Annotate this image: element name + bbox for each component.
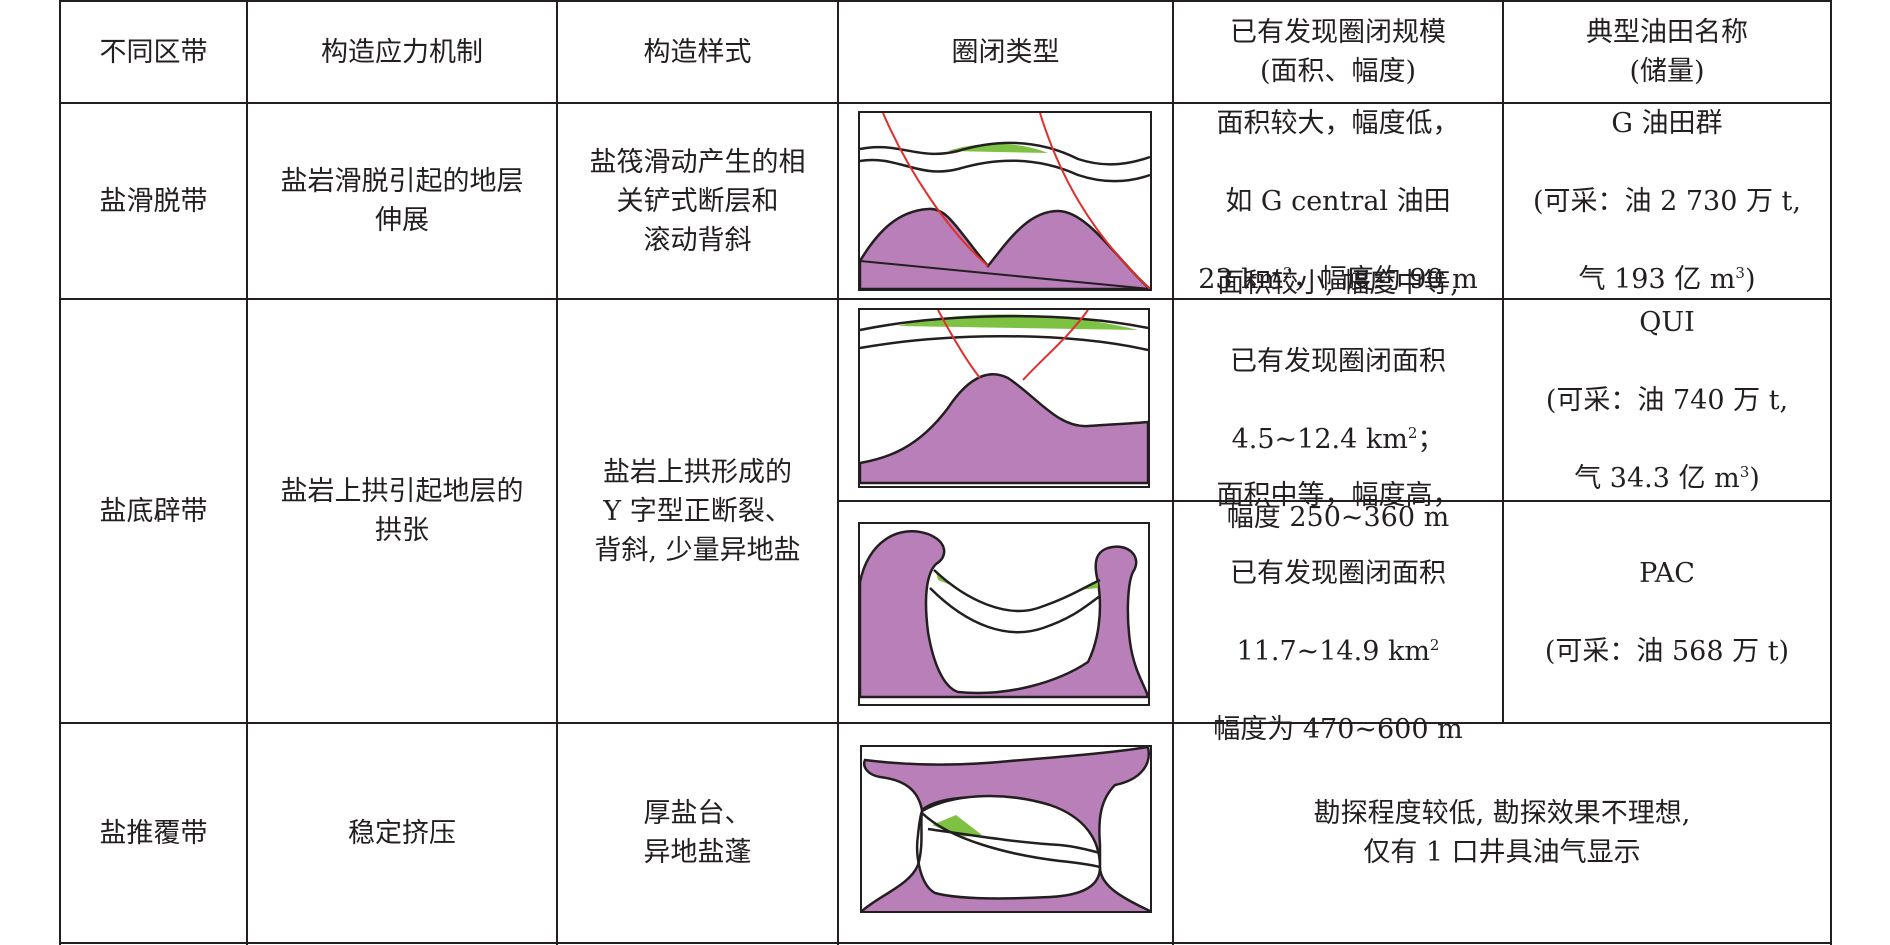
- row3-stress: 稳定挤压: [348, 817, 456, 849]
- row3-zone: 盐推覆带: [99, 817, 208, 849]
- row2a-field-line1: QUI: [1639, 306, 1695, 338]
- row2b-scale-line2: 已有发现圈闭面积: [1230, 557, 1446, 589]
- row2b-scale-line3: 11.7~14.9 km2: [1236, 635, 1440, 667]
- row2b-scale-line1: 面积中等，幅度高，: [1216, 479, 1460, 511]
- row1-scale-line3: 23 km2，幅度约 90 m: [1198, 263, 1478, 295]
- row3-remark: 勘探程度较低, 勘探效果不理想, 仅有 1 口井具油气显示: [1313, 798, 1691, 868]
- header-stress: 构造应力机制: [321, 36, 483, 68]
- col-border-6: [1830, 0, 1832, 945]
- listric-fault-rollover-diagram: [858, 111, 1152, 291]
- row1-style: 盐筏滑动产生的相 关铲式断层和 滚动背斜: [589, 146, 806, 256]
- row1-field-line1: G 油田群: [1611, 107, 1723, 139]
- row-divider-sub: [837, 500, 1832, 502]
- row2a-scale: 面积较小, 幅度中等, 已有发现圈闭面积 4.5~12.4 km2； 幅度 25…: [1174, 268, 1502, 533]
- row-divider-2: [60, 722, 1832, 724]
- table-top-border: [60, 0, 1832, 2]
- col-border-1: [246, 0, 248, 945]
- col-border-5: [1502, 0, 1504, 724]
- row2a-scale-line2: 已有发现圈闭面积: [1230, 345, 1446, 377]
- col-border-0: [59, 0, 61, 945]
- row1-scale: 面积较大，幅度低， 如 G central 油田 23 km2，幅度约 90 m: [1174, 104, 1502, 298]
- header-trap: 圈闭类型: [951, 36, 1060, 68]
- row2a-scale-line1: 面积较小, 幅度中等,: [1217, 267, 1459, 299]
- row2a-scale-line3: 4.5~12.4 km2；: [1231, 423, 1445, 455]
- table-bottom-border: [60, 942, 1832, 944]
- row2b-scale-line4: 幅度为 470~600 m: [1213, 713, 1463, 745]
- row1-stress: 盐岩滑脱引起的地层 伸展: [280, 166, 524, 236]
- row2a-scale-line4: 幅度 250~360 m: [1226, 501, 1450, 533]
- row2a-field-line3: 气 34.3 亿 m3): [1574, 462, 1760, 494]
- salt-dome-y-fault-diagram: [858, 308, 1150, 488]
- row1-field-line2: (可采：油 2 730 万 t,: [1532, 185, 1801, 217]
- col-border-4: [1172, 0, 1174, 945]
- row1-field-line3: 气 193 亿 m3): [1578, 263, 1756, 295]
- row2a-field: QUI (可采：油 740 万 t, 气 34.3 亿 m3): [1504, 300, 1830, 500]
- col-border-2: [556, 0, 558, 945]
- row2-stress: 盐岩上拱引起地层的 拱张: [280, 476, 524, 546]
- row1-scale-line2: 如 G central 油田: [1225, 185, 1451, 217]
- salt-wall-flank-trap-diagram: [858, 522, 1150, 706]
- salt-canopy-diagram: [860, 745, 1152, 913]
- header-field: 典型油田名称 (储量): [1586, 17, 1748, 87]
- row-divider-1: [60, 298, 1832, 300]
- row1-field: G 油田群 (可采：油 2 730 万 t, 气 193 亿 m3): [1504, 104, 1830, 298]
- row2b-field-line1: PAC: [1639, 557, 1695, 589]
- header-divider: [60, 102, 1832, 104]
- row3-style: 厚盐台、 异地盐蓬: [643, 798, 752, 868]
- col-border-3: [837, 0, 839, 945]
- row2b-field: PAC (可采：油 568 万 t): [1504, 502, 1830, 722]
- row2-style: 盐岩上拱形成的 Y 字型正断裂、 背斜, 少量异地盐: [594, 456, 801, 566]
- header-style: 构造样式: [643, 36, 752, 68]
- row2b-field-line2: (可采：油 568 万 t): [1544, 635, 1790, 667]
- header-scale: 已有发现圈闭规模 (面积、幅度): [1230, 17, 1446, 87]
- row1-scale-line1: 面积较大，幅度低，: [1216, 107, 1460, 139]
- row2-zone: 盐底辟带: [99, 495, 208, 527]
- row2b-scale: 面积中等，幅度高， 已有发现圈闭面积 11.7~14.9 km2 幅度为 470…: [1174, 480, 1502, 745]
- header-zone: 不同区带: [99, 36, 208, 68]
- row2a-field-line2: (可采：油 740 万 t,: [1545, 384, 1789, 416]
- row1-zone: 盐滑脱带: [99, 185, 208, 217]
